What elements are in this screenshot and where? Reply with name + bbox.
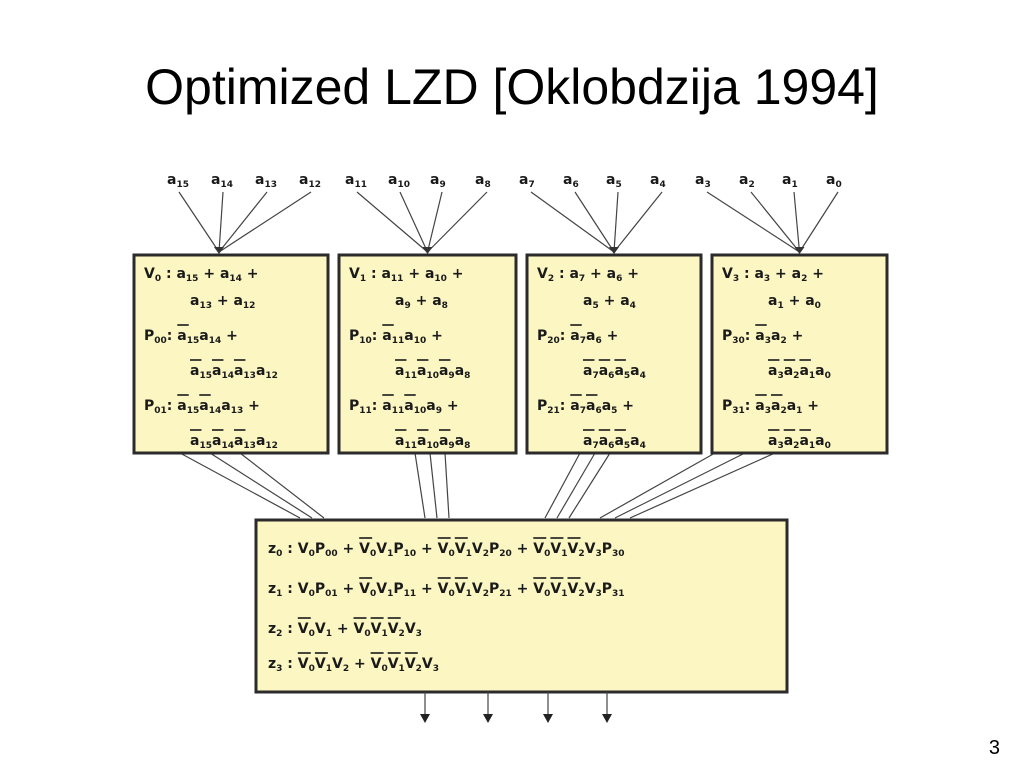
block-2: V2​ : a7​ + a6​ + a5​ + a4​ P20​: a7​a6​ +… — [525, 253, 703, 455]
block-wire — [239, 452, 325, 519]
block-equation: V2​ : a7​ + a6​ + — [537, 266, 639, 284]
block-equation: P30​: a3​a2​ + — [722, 328, 803, 346]
input-label: a13 — [255, 172, 277, 190]
slide-number: 3 — [988, 737, 1000, 759]
arrow-head — [609, 247, 619, 254]
output-equation: z3​ : V0​V1​V2​ + V0​V1​V2​V3​ — [268, 656, 439, 674]
block-equation: a15​a14​a13​a12​ — [190, 363, 278, 381]
block-wire — [544, 452, 581, 519]
input-label: a9 — [430, 172, 446, 190]
block-wire — [444, 452, 450, 519]
block-box — [710, 253, 889, 455]
arrow-head — [483, 714, 493, 723]
input-wire — [178, 191, 220, 253]
block-3: V3​ : a3​ + a2​ + a1​ + a0​ P30​: a3​a2​ +… — [710, 253, 889, 455]
block-wire — [568, 452, 611, 519]
input-wire — [399, 191, 429, 253]
block-equation: a3​a2​a1​a0​ — [768, 363, 831, 381]
input-wire — [530, 191, 615, 253]
input-wire — [356, 191, 428, 253]
block-equation: P00​: a15​a14​ + — [144, 328, 238, 346]
input-wire — [427, 191, 488, 253]
output-equation: z0​ : V0​P00​ + V0​V1​P10​ + V0​V1​V2​P2… — [268, 541, 625, 559]
input-wire — [793, 191, 801, 253]
input-label: a3 — [695, 172, 711, 190]
lzd-diagram: a15 a14 a13 a12 a11 a10 a9 a8 a7 a6 a5 a4 a3 a2 a1 a0 V… — [132, 172, 889, 723]
block-equation: V3​ : a3​ + a2​ + — [722, 266, 824, 284]
input-wire — [613, 191, 619, 253]
block-wire — [414, 452, 426, 519]
block-wire — [179, 452, 301, 519]
input-wire — [218, 191, 268, 253]
input-wire — [218, 191, 224, 253]
arrow-head — [602, 714, 612, 723]
input-label: a7 — [519, 172, 535, 190]
input-wire — [426, 191, 443, 253]
block-equation: a3​a2​a1​a0​ — [768, 433, 831, 451]
input-labels: a15 a14 a13 a12 a11 a10 a9 a8 a7 a6 a5 a4 a3 a2 a1 a0 — [167, 172, 842, 190]
input-label: a8 — [475, 172, 491, 190]
arrow-head — [214, 247, 224, 254]
wires — [178, 191, 839, 519]
input-wire — [218, 191, 312, 253]
input-label: a5 — [606, 172, 622, 190]
input-label: a10 — [388, 172, 410, 190]
block-wire — [209, 452, 313, 519]
arrow-head — [794, 247, 805, 254]
input-label: a11 — [345, 172, 367, 190]
input-wire — [750, 191, 800, 253]
input-label: a14 — [211, 172, 233, 190]
block-equation: a11​a10​a9​a8​ — [395, 363, 470, 381]
block-equation: a7​a6​a5​a4​ — [583, 363, 646, 381]
arrow-head — [420, 714, 430, 723]
input-label: a6 — [563, 172, 579, 190]
block-equation: V1​ : a11​ + a10​ + — [349, 266, 464, 284]
block-box — [132, 253, 330, 455]
input-label: a0 — [826, 172, 842, 190]
block-equation: P01​: a15​a14​a13​ + — [144, 398, 260, 416]
block-equation: P10​: a11​a10​ + — [349, 328, 443, 346]
input-wire — [574, 191, 615, 253]
block-equation: a9​ + a8​ — [395, 293, 448, 311]
block-equation: a11​a10​a9​a8​ — [395, 433, 470, 451]
block-box — [337, 253, 518, 455]
block-equation: P21​: a7​a6​a5​ + — [537, 398, 634, 416]
input-label: a4 — [650, 172, 666, 190]
input-label: a1 — [782, 172, 798, 190]
block-wire — [429, 452, 438, 519]
output-equation: z2​ : V0​V1​ + V0​V1​V2​V3​ — [268, 621, 422, 639]
slide-title: Optimized LZD [Oklobdzija 1994] — [145, 59, 879, 115]
output-block: z0​ : V0​P00​ + V0​V1​P10​ + V0​V1​V2​P2… — [254, 518, 789, 723]
block-wire — [614, 452, 746, 519]
block-0: V0​ : a15​ + a14​ + a13​ + a12​ P00​: a15​… — [132, 253, 330, 455]
input-wire — [613, 191, 663, 253]
block-equation: a5​ + a4​ — [583, 293, 636, 311]
arrow-head — [543, 714, 553, 723]
block-wire — [629, 452, 776, 519]
input-label: a15 — [167, 172, 189, 190]
block-equation: a7​a6​a5​a4​ — [583, 433, 646, 451]
block-equation: a15​a14​a13​a12​ — [190, 433, 278, 451]
input-wire — [798, 191, 839, 253]
block-wire — [599, 452, 716, 519]
block-equation: P20​: a7​a6​ + — [537, 328, 618, 346]
output-equation: z1​ : V0​P01​ + V0​V1​P11​ + V0​V1​V2​P2… — [268, 581, 625, 599]
block-box — [525, 253, 703, 455]
input-label: a12 — [299, 172, 321, 190]
lzd-blocks: V0​ : a15​ + a14​ + a13​ + a12​ P00​: a15​… — [132, 253, 889, 455]
block-equation: a13​ + a12​ — [190, 293, 255, 311]
block-equation: a1​ + a0​ — [768, 293, 821, 311]
input-label: a2 — [739, 172, 755, 190]
output-box — [254, 518, 789, 694]
block-equation: V0​ : a15​ + a14​ + — [144, 266, 259, 284]
arrow-head — [422, 247, 433, 254]
block-1: V1​ : a11​ + a10​ + a9​ + a8​ P10​: a11​a1… — [337, 253, 518, 455]
block-equation: P31​: a3​a2​a1​ + — [722, 398, 819, 416]
input-wire — [706, 191, 800, 253]
block-wire — [556, 452, 596, 519]
block-equation: P11​: a11​a10​a9​ + — [349, 398, 459, 416]
